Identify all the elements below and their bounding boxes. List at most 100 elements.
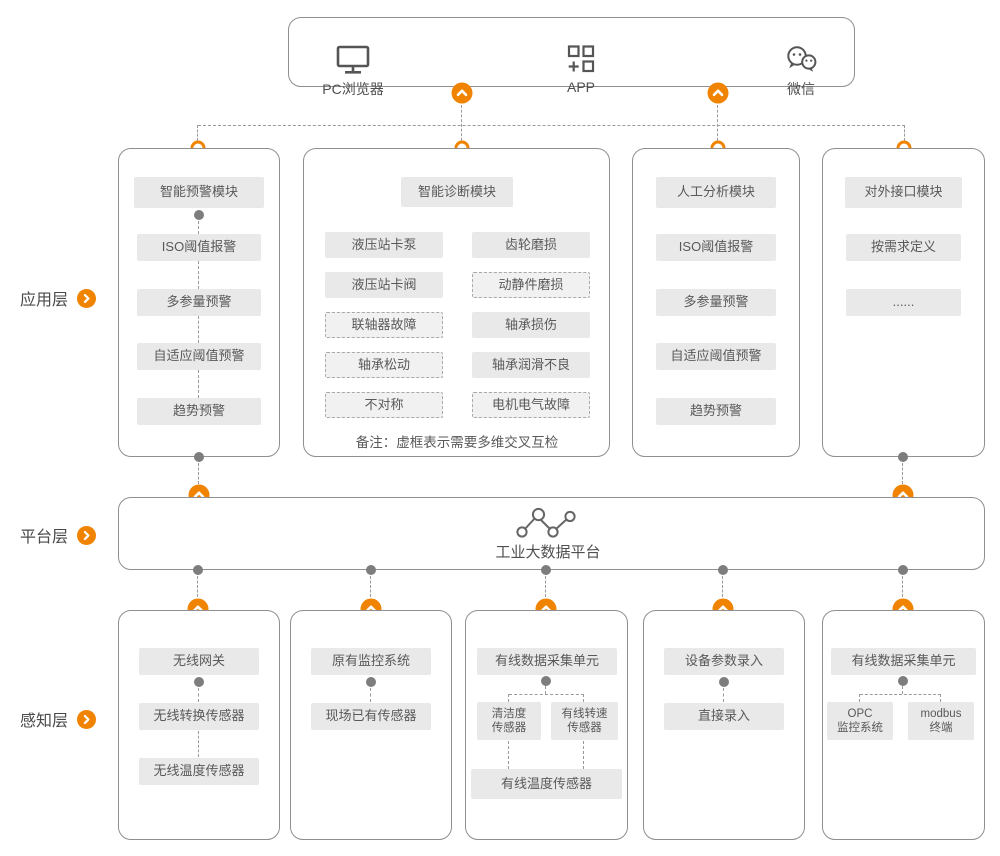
- diagnosis-item: 轴承润滑不良: [472, 352, 590, 378]
- perception-item: 无线转换传感器: [139, 703, 259, 730]
- chevron-right-icon: [77, 288, 97, 308]
- channel-label: 微信: [787, 81, 815, 97]
- connector: [198, 688, 199, 702]
- module-item: 趋势预警: [137, 398, 261, 425]
- access-channel-panel: PC浏览器 APP: [288, 17, 855, 97]
- diagnosis-item-crosscheck: 轴承松动: [325, 352, 443, 378]
- dot-connector: [898, 676, 908, 686]
- perception-item: 原有监控系统: [311, 648, 431, 675]
- connector: [198, 731, 199, 757]
- connector: [198, 221, 199, 234]
- module-item: ......: [846, 289, 961, 316]
- connector: [859, 694, 860, 702]
- perception-item: 现场已有传感器: [311, 703, 431, 730]
- wechat-icon: [784, 45, 818, 74]
- layer-label-text: 平台层: [20, 529, 69, 546]
- connector: [940, 694, 941, 702]
- connector: [508, 741, 509, 769]
- dot-connector: [898, 565, 908, 575]
- dot-connector: [193, 565, 203, 575]
- chevron-up-icon: [451, 82, 473, 104]
- connector: [370, 688, 371, 702]
- dot-connector: [194, 452, 204, 462]
- connector: [197, 125, 198, 141]
- perception-item: 有线温度传感器: [471, 769, 622, 799]
- channel-wechat: 微信: [731, 45, 871, 99]
- monitor-icon: [335, 45, 371, 74]
- dot-connector: [718, 565, 728, 575]
- connector: [902, 576, 903, 597]
- dot-connector: [541, 676, 551, 686]
- molecule-icon: [515, 506, 581, 539]
- layer-label-application: 应用层: [20, 286, 97, 310]
- channel-app: APP: [511, 45, 651, 95]
- diagnosis-item: 轴承损伤: [472, 312, 590, 338]
- dot-connector: [898, 452, 908, 462]
- connector: [583, 741, 584, 769]
- module-item: ISO阈值报警: [656, 234, 776, 261]
- module-title: 智能预警模块: [134, 177, 264, 208]
- connector: [198, 125, 905, 126]
- module-item: 多参量预警: [656, 289, 776, 316]
- module-item: 多参量预警: [137, 289, 261, 316]
- channel-label: PC浏览器: [322, 81, 384, 97]
- app-grid-icon: [566, 45, 596, 74]
- branch-line: modbus: [920, 707, 962, 720]
- perception-item: 有线数据采集单元: [831, 648, 976, 675]
- module-item: ISO阈值报警: [137, 234, 261, 261]
- perception-item: 无线网关: [139, 648, 259, 675]
- branch-line: 传感器: [491, 722, 527, 734]
- connector: [197, 576, 198, 597]
- connector: [509, 694, 584, 695]
- dot-connector: [541, 565, 551, 575]
- module-title: 智能诊断模块: [401, 177, 513, 207]
- connector: [508, 694, 509, 702]
- branch-line: 清洁度: [491, 707, 527, 720]
- perception-item: 设备参数录入: [664, 648, 784, 675]
- chevron-right-icon: [77, 525, 97, 545]
- dot-connector: [719, 677, 729, 687]
- module-item: 自适应阈值预警: [656, 343, 776, 370]
- perception-branch-item: modbus 终端: [908, 702, 974, 740]
- chevron-right-icon: [77, 709, 97, 729]
- connector: [198, 316, 199, 343]
- module-title: 对外接口模块: [845, 177, 962, 208]
- perception-item: 无线温度传感器: [139, 758, 259, 785]
- connector: [198, 261, 199, 289]
- connector: [545, 686, 546, 694]
- connector: [722, 576, 723, 597]
- diagnosis-item-crosscheck: 联轴器故障: [325, 312, 443, 338]
- diagnosis-item-crosscheck: 电机电气故障: [472, 392, 590, 418]
- module-title: 人工分析模块: [656, 177, 776, 208]
- connector: [198, 370, 199, 398]
- connector: [583, 694, 584, 702]
- connector: [461, 105, 462, 141]
- dot-connector: [194, 210, 204, 220]
- connector: [370, 576, 371, 597]
- dot-connector: [366, 677, 376, 687]
- chevron-up-icon: [707, 82, 729, 104]
- connector: [723, 688, 724, 702]
- channel-pc-browser: PC浏览器: [283, 45, 423, 99]
- diagnosis-note: 备注：虚框表示需要多维交叉互检: [355, 435, 559, 450]
- connector: [904, 125, 905, 141]
- diagnosis-item: 液压站卡阀: [325, 272, 443, 298]
- diagnosis-item: 液压站卡泵: [325, 232, 443, 258]
- perception-branch-item: 有线转速 传感器: [551, 702, 618, 740]
- dot-connector: [366, 565, 376, 575]
- module-item: 按需求定义: [846, 234, 961, 261]
- branch-line: 监控系统: [837, 722, 883, 734]
- connector: [717, 105, 718, 141]
- perception-item: 有线数据采集单元: [477, 648, 617, 675]
- perception-branch-item: OPC 监控系统: [827, 702, 893, 740]
- connector: [902, 463, 903, 484]
- layer-label-perception: 感知层: [20, 707, 97, 731]
- module-item: 自适应阈值预警: [137, 343, 261, 370]
- branch-line: OPC: [847, 707, 873, 720]
- diagnosis-item-crosscheck: 动静件磨损: [472, 272, 590, 298]
- branch-line: 终端: [929, 722, 953, 734]
- connector: [545, 576, 546, 597]
- layer-label-text: 感知层: [20, 713, 69, 730]
- platform-center: 工业大数据平台: [448, 506, 648, 562]
